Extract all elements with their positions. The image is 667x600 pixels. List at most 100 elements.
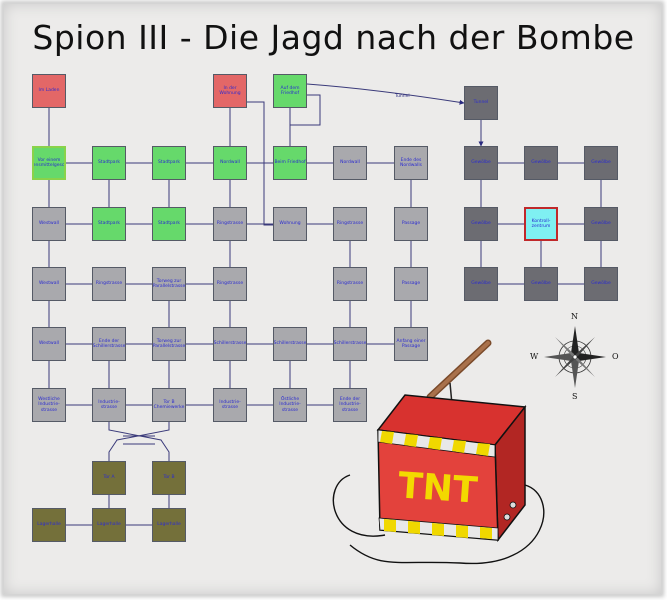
- room-connection: [289, 94, 321, 146]
- room-label: Stadtpark: [157, 221, 181, 227]
- room-nordwall-2[interactable]: Nordwall: [333, 146, 367, 180]
- room-nordwall-1[interactable]: Nordwall: [213, 146, 247, 180]
- room-connection: [247, 101, 273, 226]
- room-lagerhalle-2[interactable]: Lagerhalle: [92, 508, 126, 542]
- room-passage-2[interactable]: Passage: [394, 267, 428, 301]
- room-label: Torweg zur Parallelstrasse: [152, 278, 186, 290]
- room-ende-schillerstrasse[interactable]: Ende der Schillerstrasse: [92, 327, 126, 361]
- room-ende-nordwall[interactable]: Ende des Nordwalls: [394, 146, 428, 180]
- room-beim-friedhof[interactable]: Beim Friedhof: [273, 146, 307, 180]
- room-westwall-3[interactable]: Westwall: [32, 327, 66, 361]
- room-lagerhalle-3[interactable]: Lagerhalle: [152, 508, 186, 542]
- room-label: Gewölbe: [591, 160, 611, 166]
- room-label: Beim Friedhof: [274, 160, 306, 166]
- room-stadtpark-4[interactable]: Stadtpark: [152, 207, 186, 241]
- page-title: Spion III - Die Jagd nach der Bombe: [32, 18, 635, 57]
- room-gewoelbe-4[interactable]: Gewölbe: [464, 207, 498, 241]
- room-label: Tor B Chemiewerke: [153, 399, 185, 411]
- room-connection: [108, 422, 170, 461]
- tnt-label: TNT: [397, 465, 479, 511]
- room-gewoelbe-5[interactable]: Gewölbe: [584, 207, 618, 241]
- room-label: Stadtpark: [97, 221, 121, 227]
- room-tor-a[interactable]: Tor A: [92, 461, 126, 495]
- room-westwall-1[interactable]: Westwall: [32, 207, 66, 241]
- room-label: Gewölbe: [471, 281, 491, 287]
- room-label: Ringstrasse: [336, 281, 364, 287]
- compass-south: S: [572, 392, 578, 401]
- room-gewoelbe-8[interactable]: Gewölbe: [584, 267, 618, 301]
- room-label: Gewölbe: [531, 160, 551, 166]
- room-westliche-industrie[interactable]: Westliche Industrie-strasse: [32, 388, 66, 422]
- room-label: Westliche Industrie-strasse: [38, 396, 60, 413]
- room-tor-b-chemie[interactable]: Tor B Chemiewerke: [152, 388, 186, 422]
- room-label: Im Laden: [38, 88, 60, 94]
- room-torweg-2[interactable]: Torweg zur Parallelstrasse: [152, 327, 186, 361]
- room-ringstrasse-2[interactable]: Ringstrasse: [333, 207, 367, 241]
- room-stadtpark-3[interactable]: Stadtpark: [92, 207, 126, 241]
- room-stadtpark-1[interactable]: Stadtpark: [92, 146, 126, 180]
- room-label: Gewölbe: [591, 281, 611, 287]
- room-ringstrasse-1[interactable]: Ringstrasse: [213, 207, 247, 241]
- room-label: Lagerhalle: [157, 522, 181, 528]
- room-schillerstrasse-1[interactable]: Schillerstrasse: [213, 327, 247, 361]
- room-gewoelbe-7[interactable]: Gewölbe: [524, 267, 558, 301]
- room-tunnel-entry[interactable]: Tunnel: [464, 86, 498, 120]
- room-label: Kontroll-zentrum: [531, 218, 551, 230]
- compass-west: W: [530, 352, 539, 361]
- room-industrie-1[interactable]: Industrie-strasse: [92, 388, 126, 422]
- room-ringstrasse-4[interactable]: Ringstrasse: [213, 267, 247, 301]
- room-label: Lagerhalle: [37, 522, 61, 528]
- room-label: Vor einem Lebensmittelgeschäft: [32, 157, 65, 169]
- room-kontrollzentrum[interactable]: Kontroll-zentrum: [524, 207, 558, 241]
- room-label: Ende des Nordwalls: [399, 157, 423, 169]
- room-ringstrasse-5[interactable]: Ringstrasse: [333, 267, 367, 301]
- room-label: Ringstrasse: [216, 221, 244, 227]
- tnt-bomb-illustration: TNT: [332, 339, 545, 565]
- room-im-laden[interactable]: Im Laden: [32, 74, 66, 108]
- tunnel-path-label: Tunnel: [394, 93, 410, 99]
- room-passage-1[interactable]: Passage: [394, 207, 428, 241]
- room-label: Gewölbe: [471, 160, 491, 166]
- room-label: Nordwall: [220, 160, 240, 166]
- room-gewoelbe-6[interactable]: Gewölbe: [464, 267, 498, 301]
- room-torweg-1[interactable]: Torweg zur Parallelstrasse: [152, 267, 186, 301]
- room-ende-industrie[interactable]: Ende der Industrie-strasse: [333, 388, 367, 422]
- room-lagerhalle-1[interactable]: Lagerhalle: [32, 508, 66, 542]
- room-industrie-2[interactable]: Industrie-strasse: [213, 388, 247, 422]
- room-label: Schillerstrasse: [333, 341, 367, 347]
- room-ringstrasse-3[interactable]: Ringstrasse: [92, 267, 126, 301]
- room-label: Schillerstrasse: [273, 341, 307, 347]
- room-label: Westwall: [38, 281, 59, 287]
- room-label: Tor B: [163, 475, 175, 481]
- room-oestliche-industrie[interactable]: Östliche Industrie-strasse: [273, 388, 307, 422]
- room-label: Westwall: [38, 221, 59, 227]
- room-label: In der Wohnung: [219, 85, 241, 97]
- room-connection: [108, 422, 170, 461]
- room-label: Passage: [401, 281, 421, 287]
- room-stadtpark-2[interactable]: Stadtpark: [152, 146, 186, 180]
- room-schillerstrasse-3[interactable]: Schillerstrasse: [333, 327, 367, 361]
- room-label: Ende der Schillerstrasse: [92, 338, 126, 350]
- room-auf-dem-friedhof[interactable]: Auf dem Friedhof: [273, 74, 307, 108]
- room-gewoelbe-3[interactable]: Gewölbe: [584, 146, 618, 180]
- room-tor-b[interactable]: Tor B: [152, 461, 186, 495]
- room-label: Westwall: [38, 341, 59, 347]
- room-label: Auf dem Friedhof: [280, 85, 300, 97]
- room-label: Ringstrasse: [216, 281, 244, 287]
- room-label: Gewölbe: [471, 221, 491, 227]
- room-wohnung[interactable]: Wohnung: [273, 207, 307, 241]
- room-gewoelbe-2[interactable]: Gewölbe: [524, 146, 558, 180]
- room-lebensmittelgeschaeft[interactable]: Vor einem Lebensmittelgeschäft: [32, 146, 66, 180]
- compass-north: N: [571, 312, 578, 321]
- room-label: Tunnel: [473, 100, 489, 106]
- room-anfang-passage[interactable]: Anfang einer Passage: [394, 327, 428, 361]
- room-gewoelbe-1[interactable]: Gewölbe: [464, 146, 498, 180]
- room-label: Wohnung: [279, 221, 301, 227]
- tunnel-connection: [306, 83, 465, 105]
- room-schillerstrasse-2[interactable]: Schillerstrasse: [273, 327, 307, 361]
- room-westwall-2[interactable]: Westwall: [32, 267, 66, 301]
- room-in-der-wohnung[interactable]: In der Wohnung: [213, 74, 247, 108]
- room-label: Passage: [401, 221, 421, 227]
- room-label: Schillerstrasse: [213, 341, 247, 347]
